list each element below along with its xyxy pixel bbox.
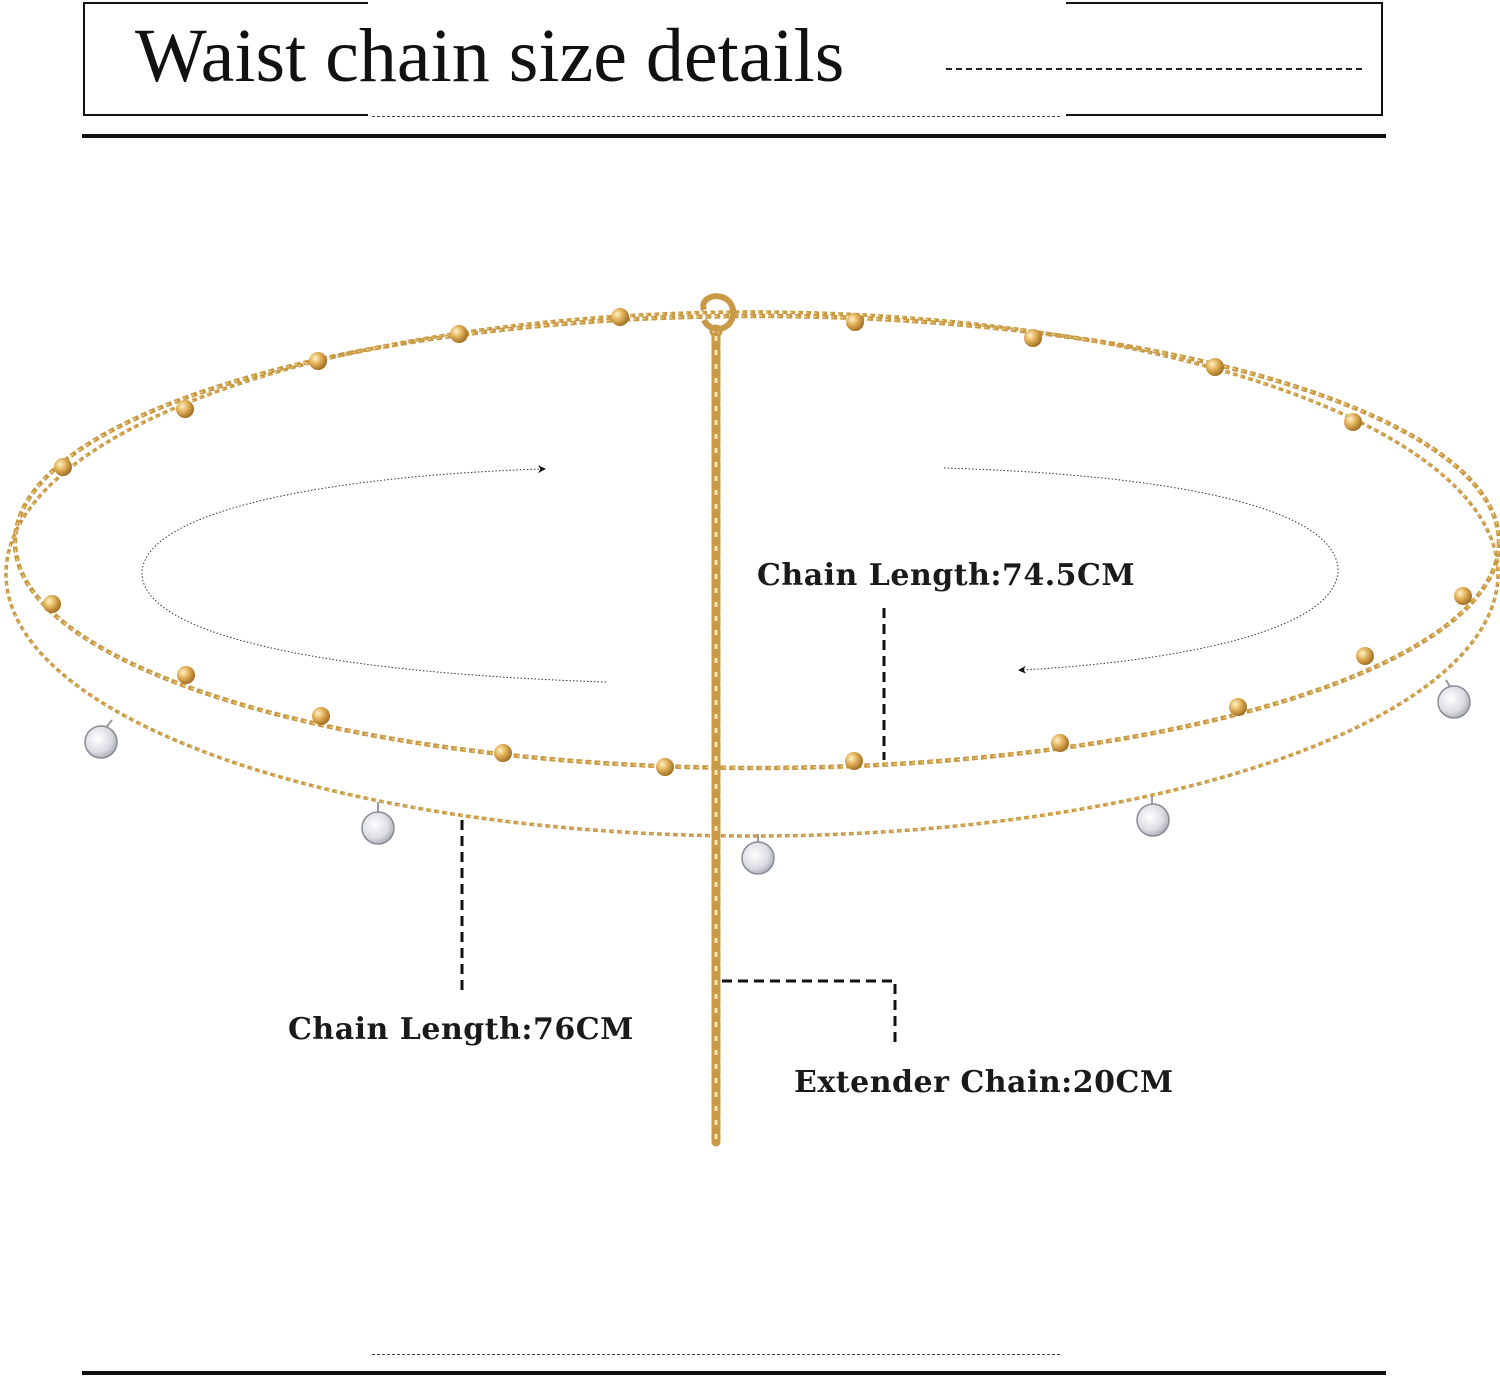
bead [1206, 358, 1224, 376]
bead [312, 707, 330, 725]
title-underline-dashed [372, 116, 1060, 117]
bead [656, 758, 674, 776]
crystal-charms [84, 679, 1471, 875]
bead [1344, 413, 1362, 431]
chain-length-lower-label: Chain Length:76CM [288, 1012, 634, 1047]
chain-beads [43, 308, 1472, 776]
bead [309, 352, 327, 370]
extender-chain-label: Extender Chain:20CM [794, 1065, 1174, 1100]
crystal-charm-icon [361, 802, 395, 845]
bead [43, 595, 61, 613]
crystal-charm-icon [1437, 679, 1471, 719]
bead [846, 313, 864, 331]
bottom-rule [82, 1371, 1386, 1375]
bead [1229, 698, 1247, 716]
bead [1051, 734, 1069, 752]
bead [176, 400, 194, 418]
lower-chain [4, 310, 1500, 838]
top-rule [82, 134, 1386, 138]
arrow-icon [141, 465, 607, 683]
crystal-charm-icon [84, 719, 118, 759]
bead [1454, 587, 1472, 605]
page-title: Waist chain size details [135, 14, 845, 98]
bead [1356, 647, 1374, 665]
bead [177, 666, 195, 684]
crystal-charm-icon [741, 834, 775, 875]
bead [450, 325, 468, 343]
bead [845, 752, 863, 770]
crystal-charm-icon [1136, 796, 1170, 837]
chain-length-upper-label: Chain Length:74.5CM [757, 558, 1136, 593]
bead [54, 458, 72, 476]
bead [611, 308, 629, 326]
bead [1024, 329, 1042, 347]
title-dashed-line [946, 68, 1362, 70]
title-frame-gap [368, 0, 1066, 6]
bead [494, 744, 512, 762]
bottom-dashed-line [372, 1354, 1060, 1355]
rotation-arrows [141, 465, 1339, 683]
leader-extender [722, 979, 897, 1042]
upper-chain [12, 313, 1500, 771]
leader-lines [460, 608, 897, 1042]
